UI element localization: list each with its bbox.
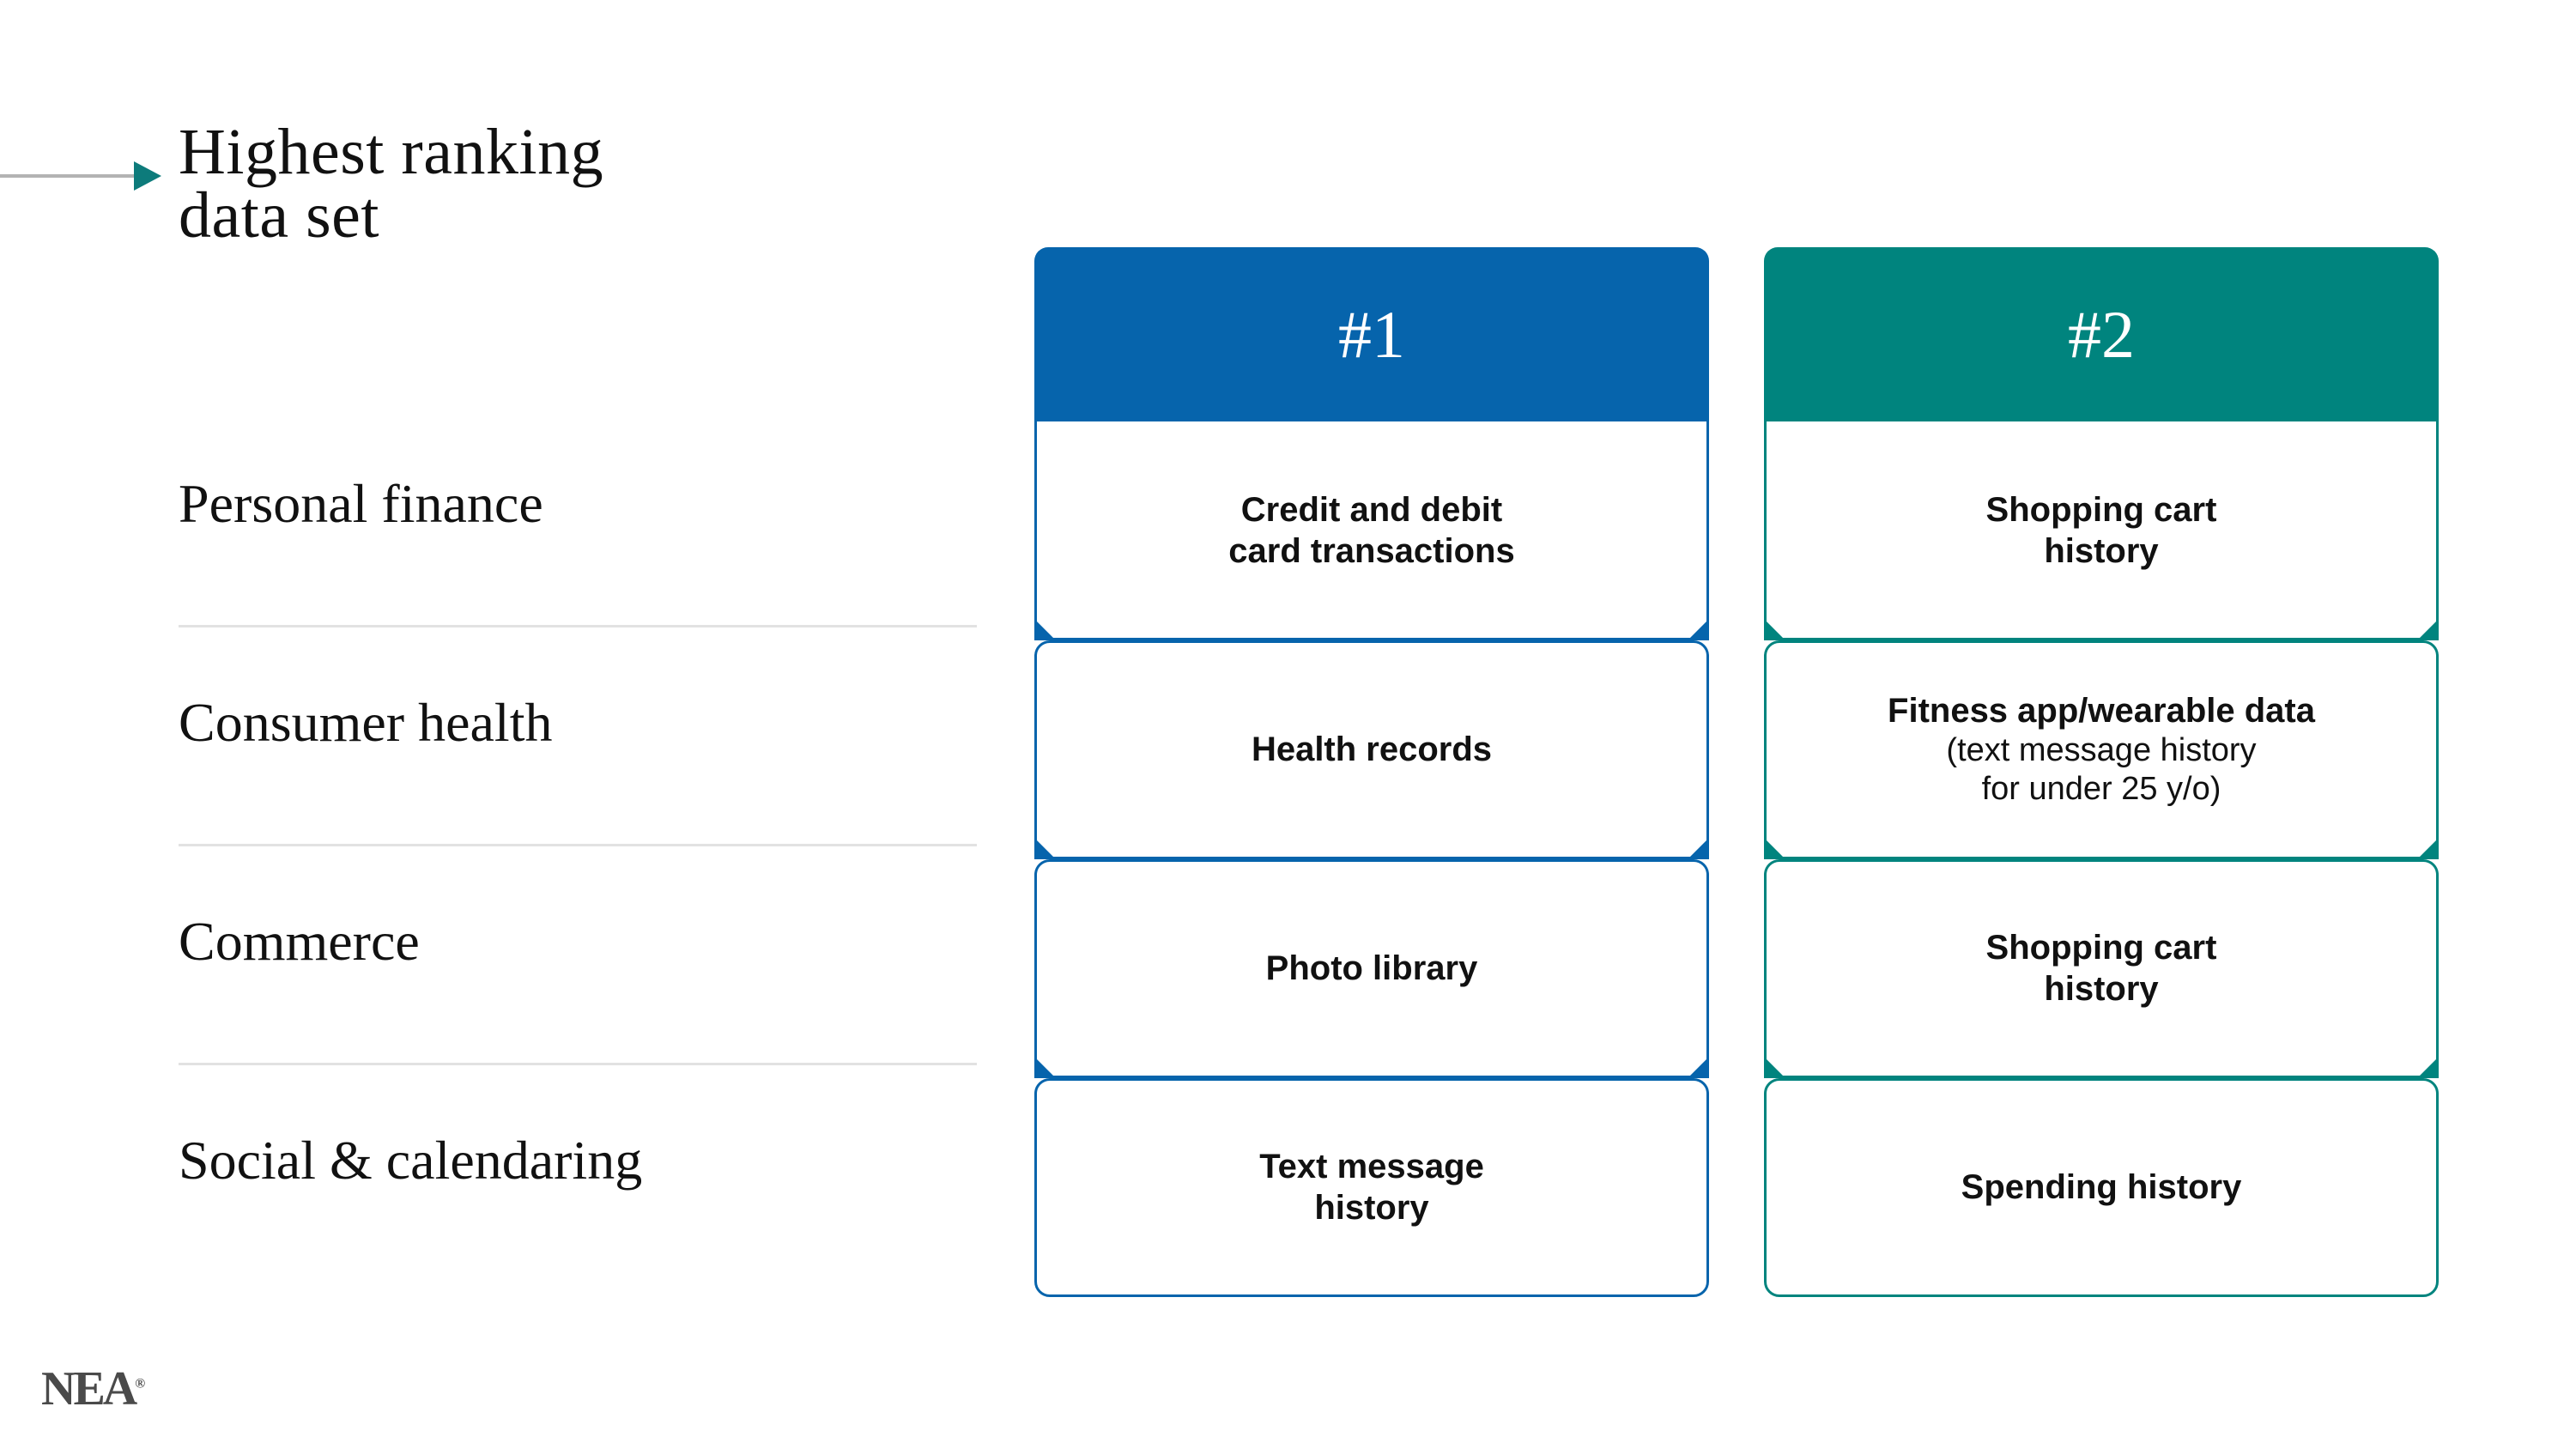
card-title: Shopping cart history xyxy=(1985,491,2217,570)
card-content: Text message history xyxy=(1237,1147,1506,1228)
card-title: Health records xyxy=(1251,730,1493,768)
rank-column-2-header: #2 xyxy=(1764,247,2439,421)
rank-column-1: #1 Credit and debit card transactions He… xyxy=(1034,247,1709,1297)
card-title: Spending history xyxy=(1961,1167,2242,1206)
category-divider xyxy=(179,844,977,846)
rank-column-2: #2 Shopping cart history Fitness app/wea… xyxy=(1764,247,2439,1297)
rank-card[interactable]: Credit and debit card transactions xyxy=(1034,421,1709,657)
rank-card[interactable]: Fitness app/wearable data (text message … xyxy=(1764,640,2439,876)
category-divider xyxy=(179,625,977,627)
category-label-consumer-health: Consumer health xyxy=(179,692,553,753)
rank-card[interactable]: Spending history xyxy=(1764,1078,2439,1297)
pointer-line-icon xyxy=(0,174,155,178)
rank-card[interactable]: Health records xyxy=(1034,640,1709,876)
registered-trademark-icon: ® xyxy=(135,1376,146,1391)
card-content: Health records xyxy=(1229,730,1514,770)
card-content: Fitness app/wearable data (text message … xyxy=(1865,691,2337,809)
card-title: Fitness app/wearable data xyxy=(1888,692,2315,731)
category-label-personal-finance: Personal finance xyxy=(179,473,543,534)
pointer-arrowhead-icon xyxy=(134,161,161,191)
page-title: Highest ranking data set xyxy=(179,116,604,252)
card-title: Photo library xyxy=(1265,949,1478,987)
card-content: Spending history xyxy=(1939,1167,2264,1208)
category-label-social-calendaring: Social & calendaring xyxy=(179,1130,643,1191)
card-subtitle: (text message history for under 25 y/o) xyxy=(1946,732,2257,808)
card-content: Shopping cart history xyxy=(1964,490,2240,571)
nea-logo: NEA® xyxy=(41,1365,145,1413)
rank-card[interactable]: Photo library xyxy=(1034,859,1709,1094)
category-label-commerce: Commerce xyxy=(179,911,420,972)
card-content: Credit and debit card transactions xyxy=(1206,490,1537,571)
rank-card[interactable]: Shopping cart history xyxy=(1764,421,2439,657)
card-content: Shopping cart history xyxy=(1964,928,2240,1009)
left-pane: Highest ranking data set Personal financ… xyxy=(0,0,1013,1449)
category-divider xyxy=(179,1063,977,1065)
rank-card[interactable]: Text message history xyxy=(1034,1078,1709,1297)
rank-card[interactable]: Shopping cart history xyxy=(1764,859,2439,1094)
card-title: Text message history xyxy=(1259,1148,1484,1227)
card-title: Shopping cart history xyxy=(1985,929,2217,1008)
rank-column-1-header: #1 xyxy=(1034,247,1709,421)
card-title: Credit and debit card transactions xyxy=(1228,491,1515,570)
nea-logo-text: NEA xyxy=(41,1362,137,1416)
card-content: Photo library xyxy=(1244,949,1500,989)
